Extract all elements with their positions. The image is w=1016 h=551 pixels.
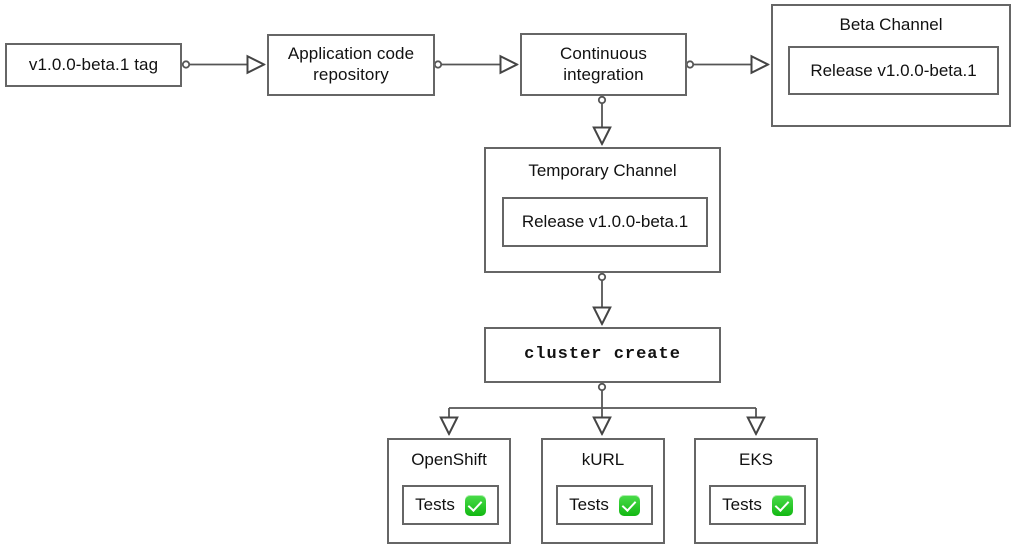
group-beta-channel-title: Beta Channel (839, 15, 943, 34)
beta-channel-release-box[interactable]: Release v1.0.0-beta.1 (788, 46, 999, 95)
green-check-icon (771, 494, 793, 516)
node-cluster-create[interactable]: cluster create (484, 327, 721, 383)
kurl-tests-box[interactable]: Tests (556, 485, 653, 525)
group-kurl-title: kURL (581, 450, 625, 469)
group-kurl[interactable]: kURL Tests (541, 438, 665, 544)
node-application-code-repository[interactable]: Application code repository (267, 34, 435, 96)
kurl-tests-label: Tests (569, 495, 609, 514)
edge-source-dot (597, 382, 607, 392)
node-repo-label: Application code repository (287, 44, 415, 84)
beta-channel-release-label: Release v1.0.0-beta.1 (810, 60, 977, 80)
green-check-icon (464, 494, 486, 516)
edge-source-dot (597, 95, 607, 105)
group-openshift-title: OpenShift (411, 450, 487, 469)
edge-source-dot (181, 60, 191, 69)
openshift-tests-box[interactable]: Tests (402, 485, 499, 525)
group-temporary-channel-title: Temporary Channel (528, 161, 677, 180)
green-check-icon (618, 494, 640, 516)
edge-source-dot (433, 60, 443, 69)
group-beta-channel[interactable]: Beta Channel Release v1.0.0-beta.1 (771, 4, 1011, 127)
group-openshift[interactable]: OpenShift Tests (387, 438, 511, 544)
openshift-tests-label: Tests (415, 495, 455, 514)
temporary-channel-release-box[interactable]: Release v1.0.0-beta.1 (502, 197, 708, 247)
edge-source-dot (685, 60, 695, 69)
group-temporary-channel[interactable]: Temporary Channel Release v1.0.0-beta.1 (484, 147, 721, 273)
node-continuous-integration[interactable]: Continuous integration (520, 33, 687, 96)
node-tag[interactable]: v1.0.0-beta.1 tag (5, 43, 182, 87)
eks-tests-label: Tests (722, 495, 762, 514)
node-cluster-create-label: cluster create (524, 344, 681, 364)
node-tag-label: v1.0.0-beta.1 tag (28, 54, 159, 74)
group-eks[interactable]: EKS Tests (694, 438, 818, 544)
temporary-channel-release-label: Release v1.0.0-beta.1 (521, 212, 689, 231)
group-eks-title: EKS (738, 450, 774, 469)
edge-source-dot (597, 272, 607, 282)
node-ci-label: Continuous integration (559, 43, 647, 84)
eks-tests-box[interactable]: Tests (709, 485, 806, 525)
